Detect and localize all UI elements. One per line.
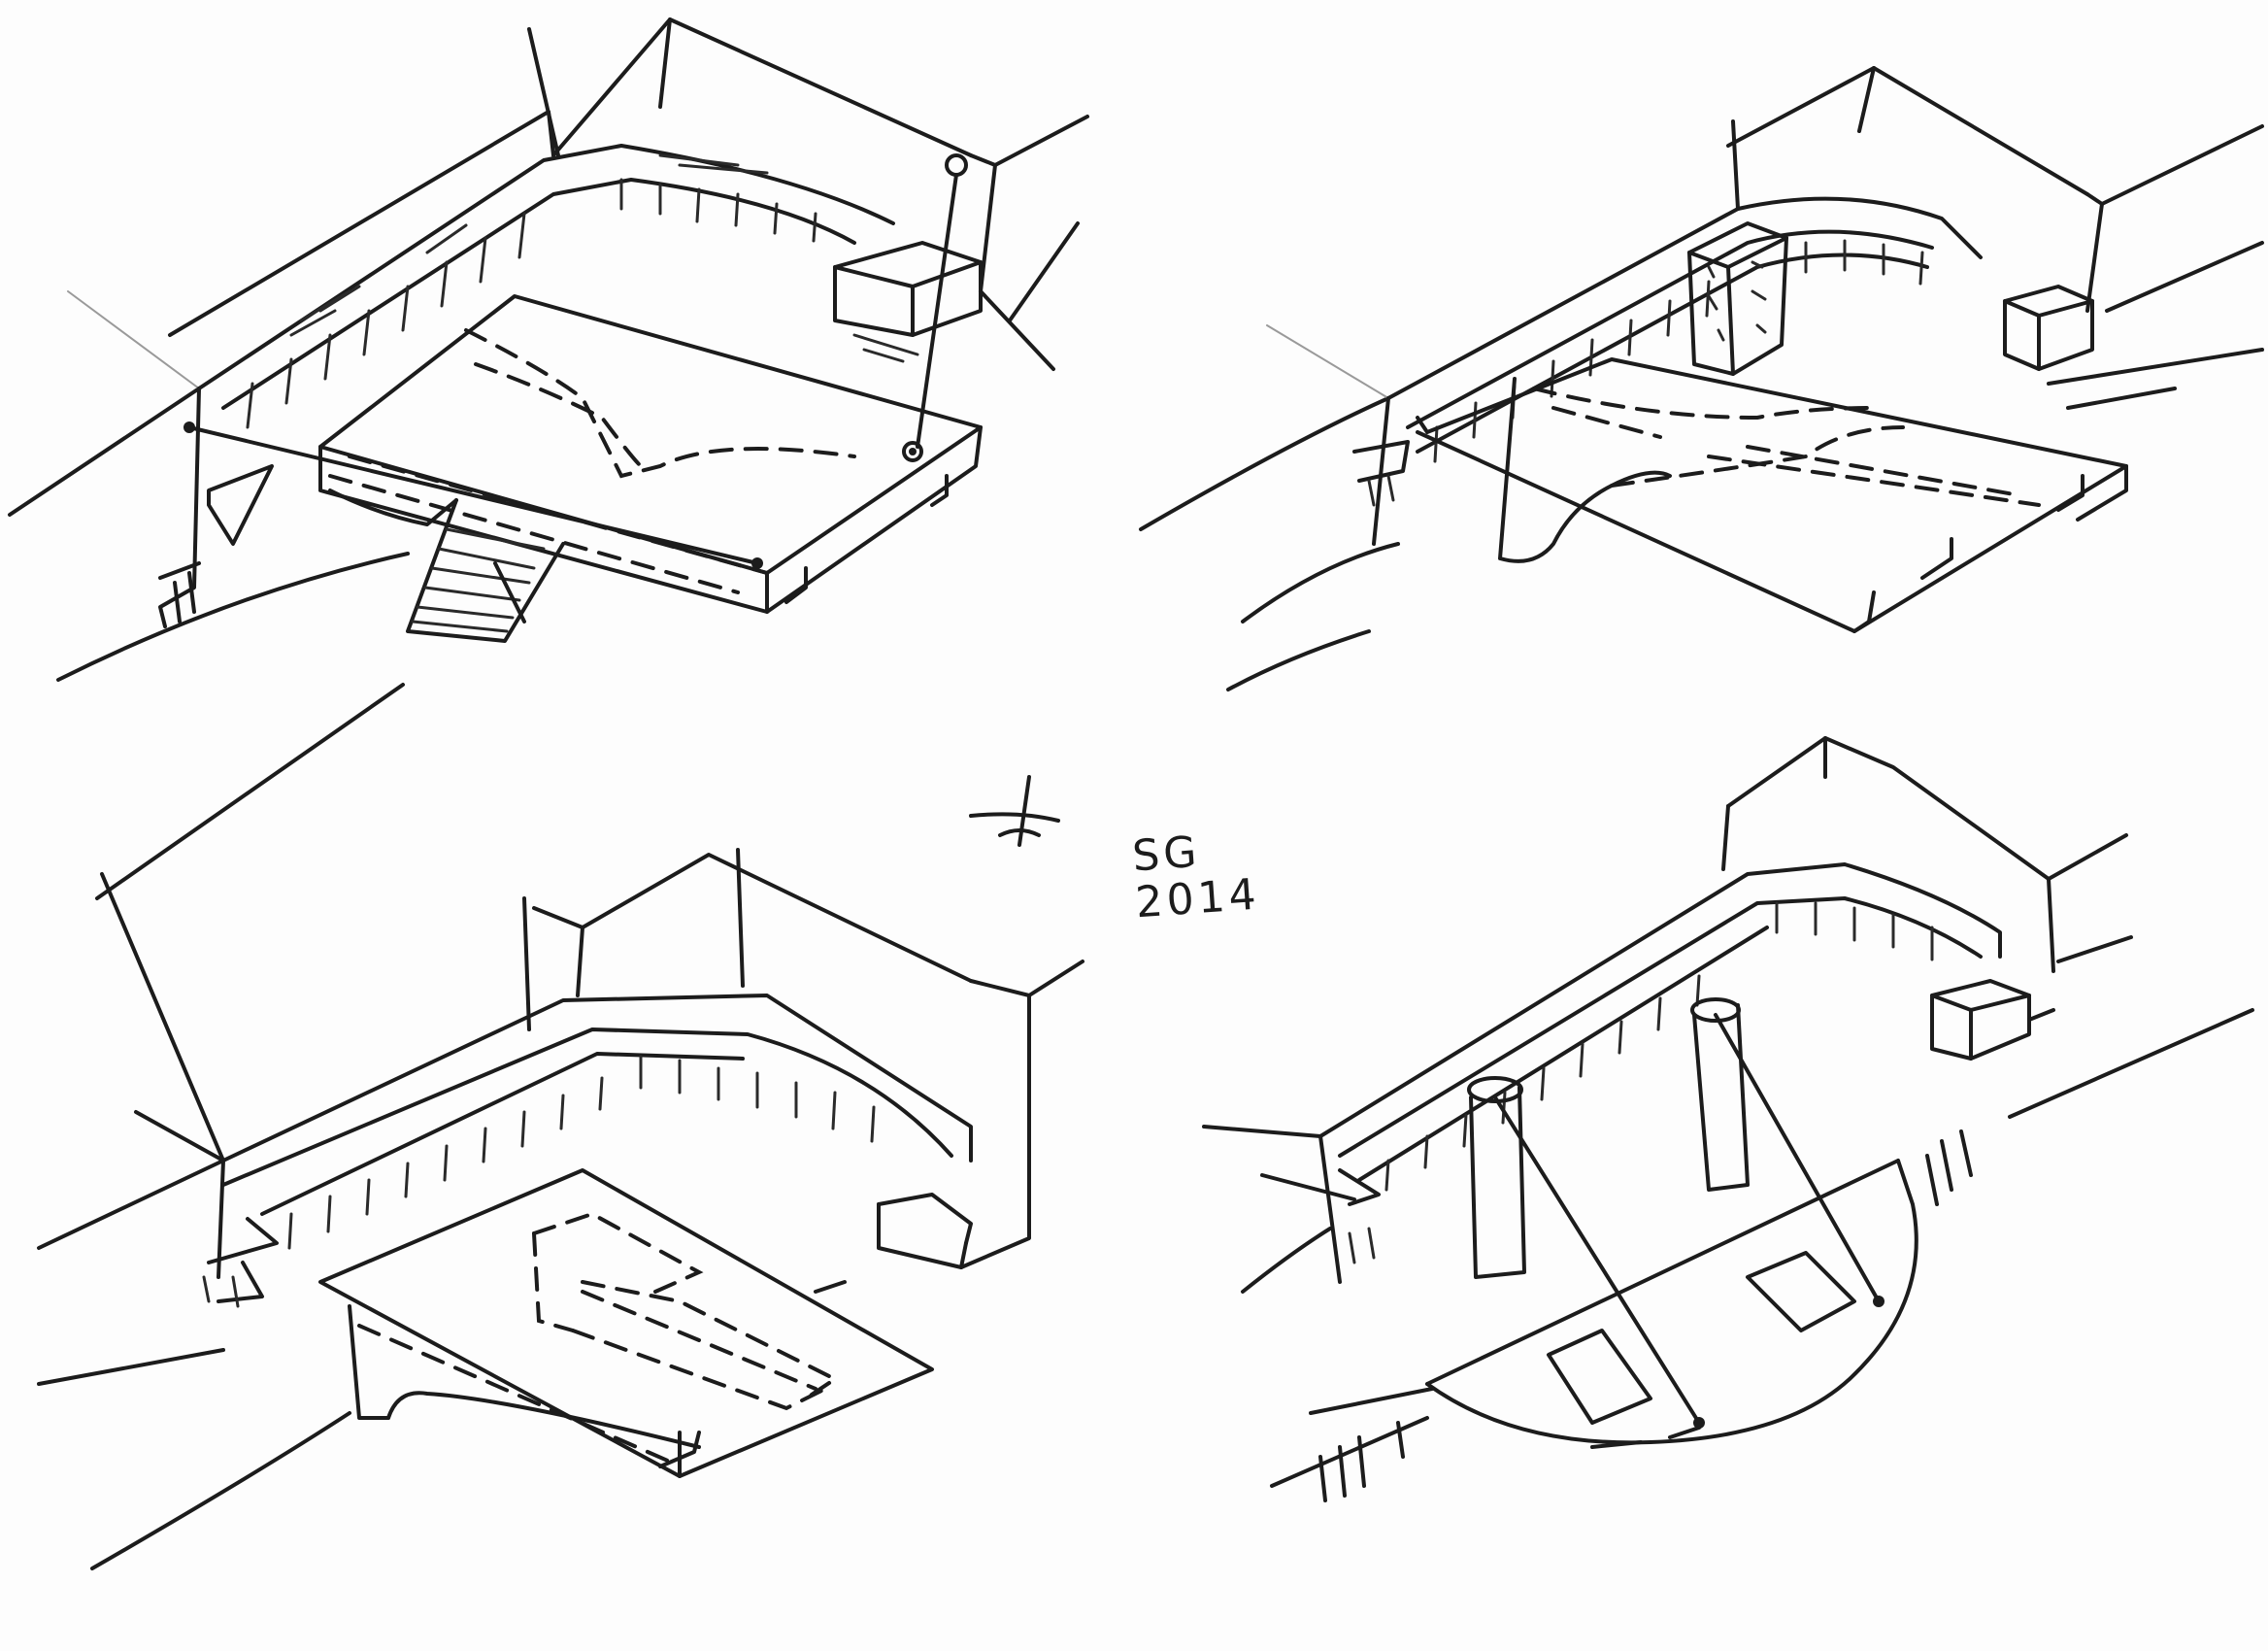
registration-mark	[969, 775, 1060, 847]
sketch-top-left	[8, 17, 1089, 900]
sketch-bottom-left	[37, 848, 1084, 1570]
sketch-bottom-right	[1202, 736, 2254, 1502]
signature-year: 2014	[1134, 869, 1262, 928]
sketch-top-right	[1139, 66, 2264, 691]
artist-signature: SG 2014	[1131, 826, 1262, 928]
